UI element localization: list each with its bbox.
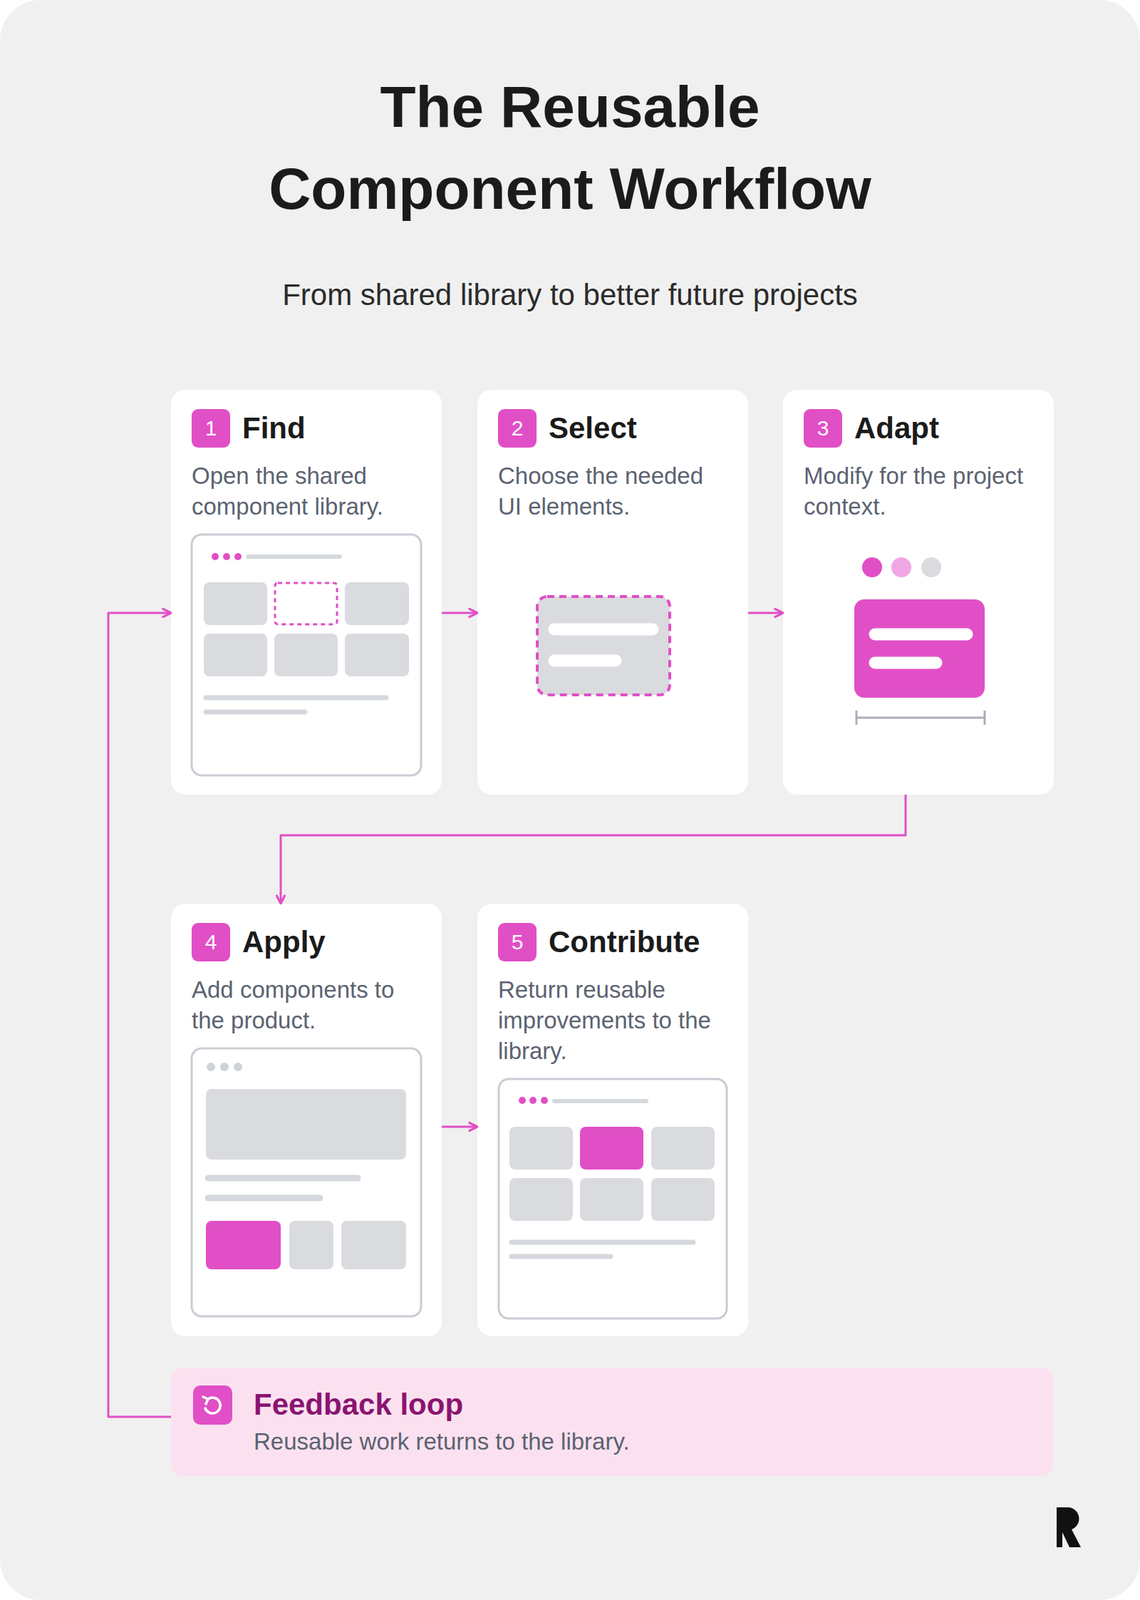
step-description: Add components to the product. (191, 973, 414, 1036)
step-description: Open the shared component library. (191, 460, 414, 522)
flow-arrow (441, 1125, 478, 1128)
step-number: 3 (803, 408, 843, 448)
step-title: Find (242, 411, 306, 446)
step-title: Apply (242, 924, 326, 960)
flow-arrow (108, 612, 171, 1417)
flow-arrow (441, 612, 478, 615)
step-number: 2 (498, 408, 537, 448)
step-card: 1 FindOpen the shared component library. (171, 389, 442, 795)
flow-arrow (748, 612, 784, 615)
card-header: 3 Adapt (803, 408, 1034, 448)
step-description: Return reusable improvements to the libr… (498, 973, 721, 1066)
flow-arrow (280, 794, 906, 904)
step-card: 2 SelectChoose the needed UI elements. (477, 389, 749, 795)
step-card: 5 ContributeReturn reusable improvements … (477, 903, 749, 1336)
feedback-band: Feedback loopReusable work returns to th… (171, 1367, 1054, 1476)
step-title: Contribute (548, 924, 700, 960)
step-card: 4 ApplyAdd components to the product. (171, 903, 442, 1336)
loop-title: Feedback loop (253, 1387, 1054, 1422)
step-description: Choose the needed UI elements. (498, 460, 721, 522)
step-card: 3 AdaptModify for the project context. (783, 389, 1054, 795)
diagram-title: The Reusable Component Workflow (235, 65, 905, 230)
card-header: 2 Select (498, 408, 728, 448)
step-title: Select (548, 411, 637, 446)
loop-description: Reusable work returns to the library. (253, 1425, 1054, 1457)
step-number: 5 (498, 922, 537, 962)
step-number: 4 (191, 922, 231, 962)
subtitle-text: From shared library to better future pro… (0, 276, 1140, 314)
brand-logo (1056, 1506, 1081, 1547)
step-title: Adapt (854, 411, 940, 446)
step-description: Modify for the project context. (803, 460, 1026, 522)
card-header: 5 Contribute (498, 922, 728, 962)
step-number: 1 (191, 408, 231, 448)
card-header: 4 Apply (191, 922, 422, 962)
card-header: 1 Find (191, 408, 422, 448)
